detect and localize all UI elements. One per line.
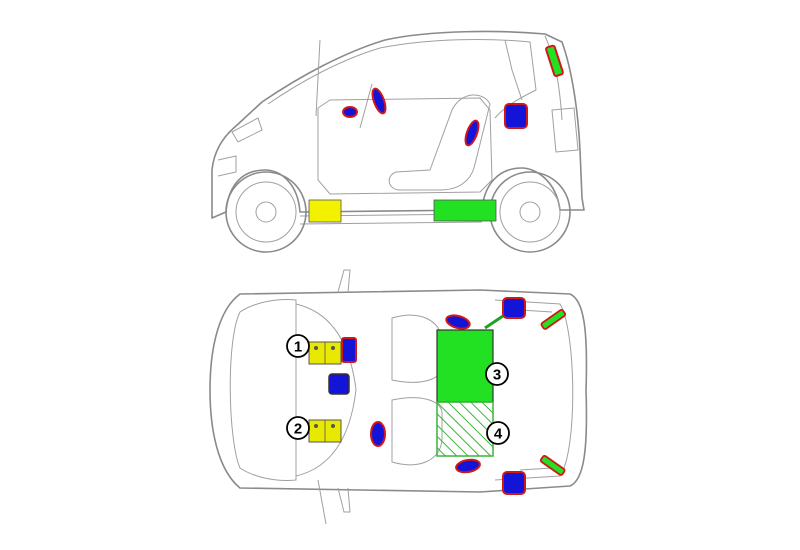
top-windscreen xyxy=(295,303,357,477)
side-steering-airbag-icon xyxy=(371,87,387,115)
top-steering-airbag-icon xyxy=(370,421,386,447)
callout-3: 3 xyxy=(485,362,509,386)
side-rear-light xyxy=(551,107,579,153)
top-curtain-airbag-right-icon xyxy=(502,471,526,495)
side-green-zone xyxy=(433,199,497,222)
svg-text:2: 2 xyxy=(294,421,302,438)
callout-1: 1 xyxy=(286,334,310,358)
side-antenna xyxy=(315,39,321,117)
top-hatched-zone-4 xyxy=(436,401,494,457)
control-unit-icon xyxy=(328,373,350,395)
svg-text:3: 3 xyxy=(493,367,501,384)
top-gas-strut-right-icon xyxy=(539,454,566,476)
svg-text:1: 1 xyxy=(294,339,302,356)
side-seat-airbag-icon xyxy=(464,119,480,147)
side-view xyxy=(211,30,585,253)
top-seat-left xyxy=(391,314,443,383)
side-window-line xyxy=(267,39,537,119)
top-curtain-airbag-left-icon xyxy=(502,297,526,319)
callout-2: 2 xyxy=(286,416,310,440)
top-view: 1 2 3 4 xyxy=(209,269,588,525)
top-side-airbag-left-icon xyxy=(445,314,471,330)
side-dash-airbag-icon xyxy=(342,106,358,118)
side-body-outline xyxy=(211,30,585,219)
top-green-line xyxy=(484,314,504,330)
top-seat-right xyxy=(391,397,443,466)
side-gas-strut-icon xyxy=(545,44,564,77)
top-body-outline xyxy=(209,289,588,493)
top-gas-strut-left-icon xyxy=(540,308,567,330)
svg-text:4: 4 xyxy=(494,426,503,443)
side-front-wheel xyxy=(225,171,307,253)
side-headlight xyxy=(231,117,263,143)
top-bonnet xyxy=(229,299,297,481)
top-mirror-left xyxy=(337,269,351,293)
side-yellow-zone xyxy=(308,199,342,223)
top-side-airbag-right-icon xyxy=(455,458,481,474)
top-green-zone-3 xyxy=(436,329,494,403)
side-seat xyxy=(388,94,491,191)
top-passenger-airbag-icon xyxy=(341,337,357,363)
top-mirror-right xyxy=(337,487,351,513)
side-curtain-airbag-icon xyxy=(504,103,528,129)
callout-4: 4 xyxy=(486,421,510,445)
side-rear-wheel xyxy=(489,171,571,253)
battery-2-icon xyxy=(308,419,342,443)
battery-1-icon xyxy=(308,341,342,365)
